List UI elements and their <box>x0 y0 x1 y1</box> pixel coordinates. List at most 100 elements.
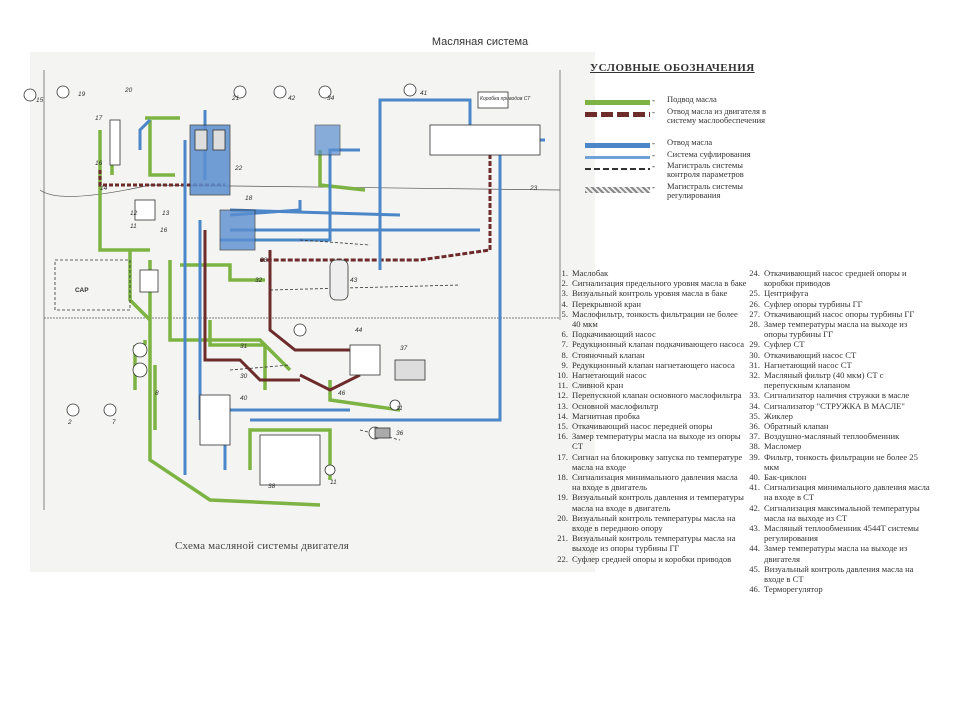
callout-labels: 15 19 20 21 42 34 41 17 16 14 12 13 11 2… <box>36 87 538 490</box>
part-number: 21. <box>557 533 568 544</box>
part-description: Редукционный клапан нагнетающего насоса <box>572 359 735 370</box>
part-number: 19. <box>557 492 568 503</box>
part-description: Сигнализатор наличия стружки в масле <box>764 390 910 401</box>
parts-list-item: 40.Бак-циклон <box>740 472 932 482</box>
svg-text:16: 16 <box>95 160 103 167</box>
part-description: Сигнализатор "СТРУЖКА В МАСЛЕ" <box>764 400 905 411</box>
svg-text:11: 11 <box>330 479 337 486</box>
part-description: Подкачивающий насос <box>572 329 656 340</box>
parts-list-item: 13. Основной маслофильтр <box>548 401 748 411</box>
legend-swatch-breather <box>585 156 650 159</box>
part-description: Суфлер средней опоры и коробки приводов <box>572 553 732 564</box>
parts-list-item: 38.Масломер <box>740 441 932 451</box>
part-description: Перепускной клапан основного маслофильтр… <box>572 390 742 401</box>
scheme-frame <box>39 70 561 510</box>
part-number: 3. <box>561 288 568 299</box>
part-number: 46. <box>749 584 760 595</box>
part-number: 17. <box>557 451 568 462</box>
part-number: 13. <box>557 400 568 411</box>
parts-list-item: 21. Визуальный контроль температуры масла… <box>548 533 748 553</box>
parts-list-item: 20.Визуальный контроль температуры масла… <box>548 513 748 533</box>
svg-text:21: 21 <box>231 95 240 102</box>
part-description: Откачивающий насос опоры турбины ГГ <box>764 308 915 319</box>
svg-text:42: 42 <box>288 95 296 102</box>
part-description: Замер температуры масла на выходе из дви… <box>764 543 908 564</box>
part-number: 10. <box>557 370 568 381</box>
part-description: Сигнализация минимального давления масла… <box>572 472 738 493</box>
parts-list-item: 4.Перекрывной кран <box>548 299 748 309</box>
part-number: 42. <box>749 502 760 513</box>
parts-list-item: 5. Маслофильтр, тонкость фильтрации не бо… <box>548 309 748 329</box>
svg-text:Коробка приводов СТ: Коробка приводов СТ <box>480 96 531 102</box>
parts-list-item: 16.Замер температуры масла на выходе из … <box>548 431 748 451</box>
svg-text:40: 40 <box>240 395 248 402</box>
part-description: Стояночный клапан <box>572 349 645 360</box>
svg-text:19: 19 <box>78 91 86 98</box>
parts-list-item: 32.Масляный фильтр (40 мкм) СТ с перепус… <box>740 370 932 390</box>
part-number: 40. <box>749 472 760 483</box>
part-description: Нагнетающий насос <box>572 370 647 381</box>
svg-text:38: 38 <box>268 483 276 490</box>
part-number: 28. <box>749 319 760 330</box>
part-number: 16. <box>557 431 568 442</box>
part-description: Основной маслофильтр <box>572 400 659 411</box>
legend-item: - Магистраль системы контроля параметров <box>585 161 785 179</box>
part-number: 37. <box>749 431 760 442</box>
parts-list-item: 7.Редукционный клапан подкачивающего нас… <box>548 339 748 349</box>
part-number: 34. <box>749 400 760 411</box>
part-description: Визуальный контроль давления и температу… <box>572 492 744 513</box>
svg-text:37: 37 <box>400 345 408 352</box>
components <box>23 83 541 486</box>
svg-text:23: 23 <box>529 185 538 192</box>
svg-text:20: 20 <box>124 87 133 94</box>
part-description: Центрифуга <box>764 288 809 299</box>
svg-text:36: 36 <box>396 430 404 437</box>
svg-text:41: 41 <box>420 90 428 97</box>
part-number: 1. <box>561 268 568 278</box>
legend-swatch-return <box>585 112 650 117</box>
oil-system-scheme: 15 19 20 21 42 34 41 17 16 14 12 13 11 2… <box>23 70 561 510</box>
svg-text:14: 14 <box>100 185 108 192</box>
legend-item: - Система суфлирования <box>585 150 785 165</box>
parts-list-item: 46. Терморегулятор <box>740 584 932 594</box>
part-description: Терморегулятор <box>764 584 823 595</box>
supply-lines <box>98 116 401 507</box>
part-description: Откачивающий насос передней опоры <box>572 421 713 432</box>
svg-text:43: 43 <box>350 277 358 284</box>
parts-list-item: 26.Суфлер опоры турбины ГГ <box>740 299 932 309</box>
legend-item: - Отвод масла из двигателя в систему мас… <box>585 107 785 125</box>
legend-title: УСЛОВНЫЕ ОБОЗНАЧЕНИЯ <box>590 62 755 74</box>
svg-text:11: 11 <box>396 405 403 412</box>
parts-list-item: 45.Визуальный контроль давления масла на… <box>740 564 932 584</box>
part-number: 5. <box>561 308 568 319</box>
svg-text:32: 32 <box>255 277 263 284</box>
parts-list-item: 42.Сигнализация максимальной температуры… <box>740 503 932 523</box>
part-description: Маслобак <box>572 268 609 278</box>
part-description: Суфлер СТ <box>764 339 805 350</box>
parts-list-item: 34. Сигнализатор "СТРУЖКА В МАСЛЕ" <box>740 401 932 411</box>
return-lines <box>98 140 492 392</box>
svg-text:11: 11 <box>130 223 137 230</box>
parts-list-item: 37.Воздушно-масляный теплообменник <box>740 431 932 441</box>
part-number: 4. <box>561 298 568 309</box>
svg-text:2: 2 <box>67 419 72 426</box>
part-description: Визуальный контроль температуры масла на… <box>572 533 736 554</box>
legend-swatch-drain <box>585 143 650 148</box>
part-description: Маслофильтр, тонкость фильтрации не боле… <box>572 308 738 330</box>
parts-list-item: 9.Редукционный клапан нагнетающего насос… <box>548 360 748 370</box>
parts-list-item: 18.Сигнализация минимального давления ма… <box>548 472 748 492</box>
part-number: 38. <box>749 441 760 452</box>
parts-list-item: 17. Сигнал на блокировку запуска по темпе… <box>548 452 748 472</box>
parts-list-item: 24.Откачивающий насос средней опоры и ко… <box>740 268 932 288</box>
legend-item: - Отвод масла <box>585 138 785 153</box>
part-description: Сигнализация предельного уровня масла в … <box>572 278 747 289</box>
parts-list-right: 24.Откачивающий насос средней опоры и ко… <box>740 268 932 595</box>
parts-list-item: 33.Сигнализатор наличия стружки в масле <box>740 390 932 400</box>
part-description: Откачивающий насос СТ <box>764 349 857 360</box>
parts-list-item: 39.Фильтр, тонкость фильтрации не более … <box>740 452 932 472</box>
part-description: Жиклер <box>764 410 793 421</box>
parts-list-item: 10. Нагнетающий насос <box>548 370 748 380</box>
part-description: Сигнал на блокировку запуска по температ… <box>572 451 743 472</box>
part-number: 36. <box>749 421 760 432</box>
part-number: 15. <box>557 421 568 432</box>
